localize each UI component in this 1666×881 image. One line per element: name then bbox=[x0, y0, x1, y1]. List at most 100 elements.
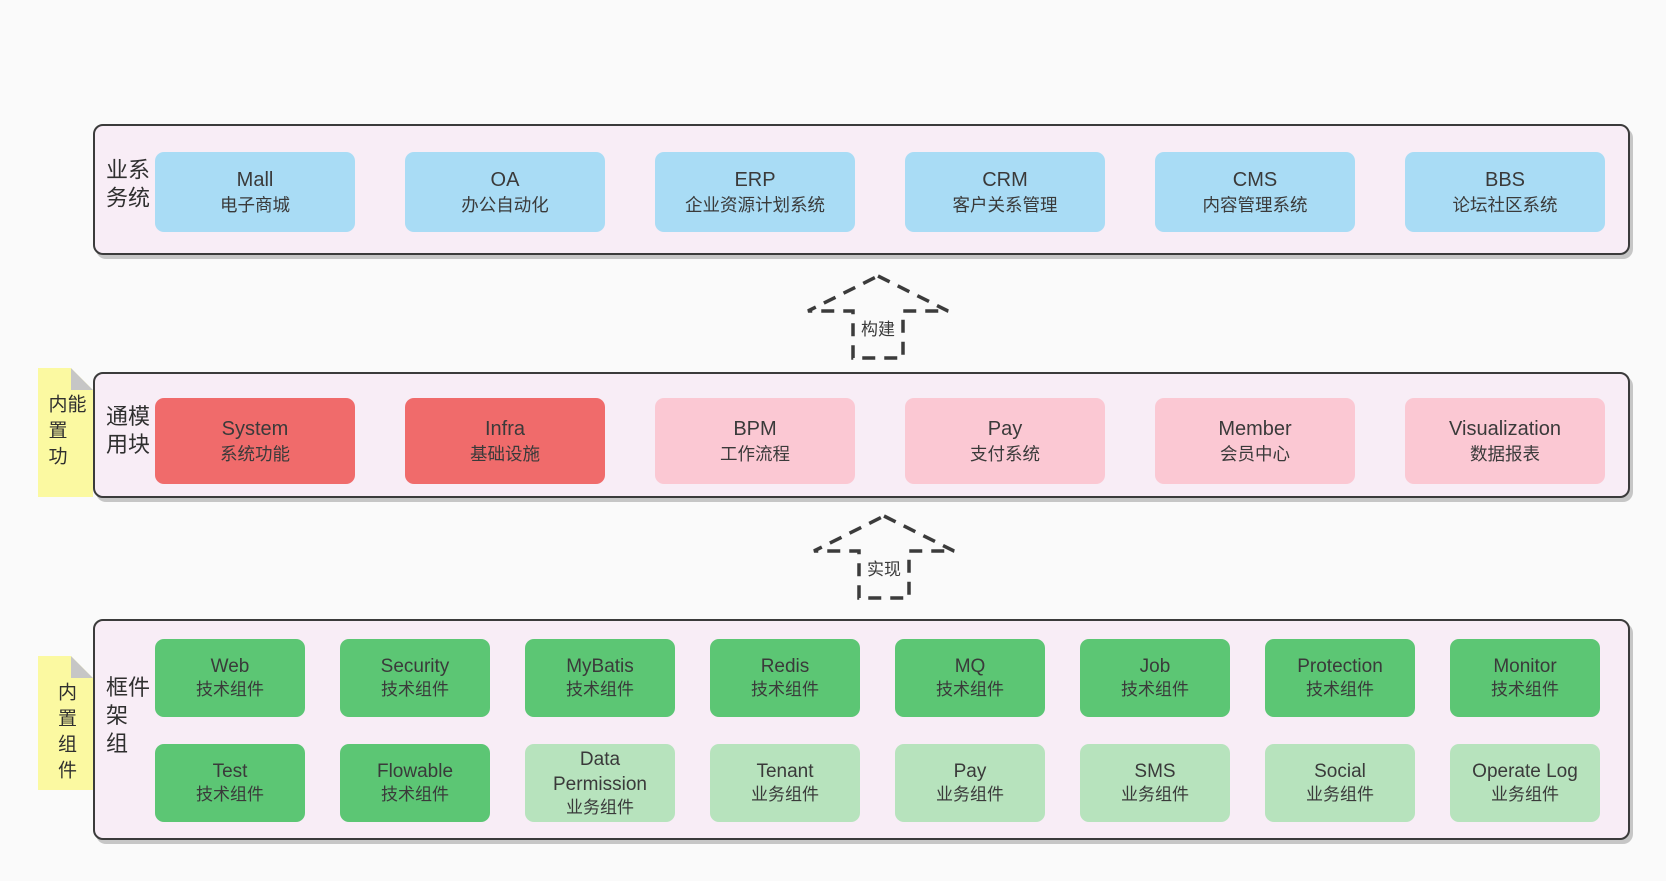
node-title: Data Permission bbox=[553, 748, 647, 795]
node-subtitle: 支付系统 bbox=[970, 443, 1040, 464]
business-systems-panel: 业务系统 Mall 电子商城 OA 办公自动化 ERP 企业资源计划系统 CRM… bbox=[93, 124, 1630, 255]
node-crm: CRM 客户关系管理 bbox=[905, 152, 1105, 232]
node-subtitle: 技术组件 bbox=[566, 680, 634, 700]
build-arrow: 构建 bbox=[798, 270, 958, 362]
node-title: MQ bbox=[954, 656, 986, 678]
build-arrow-label: 构建 bbox=[857, 314, 899, 341]
node-web: Web 技术组件 bbox=[155, 639, 305, 717]
node-title: SMS bbox=[1134, 761, 1176, 783]
node-mall: Mall 电子商城 bbox=[155, 152, 355, 232]
node-subtitle: 业务组件 bbox=[1306, 785, 1374, 805]
node-subtitle: 电子商城 bbox=[220, 194, 290, 215]
node-title: Pay bbox=[953, 761, 987, 783]
node-title: Redis bbox=[760, 656, 810, 678]
node-title: Monitor bbox=[1493, 656, 1557, 678]
node-member: Member 会员中心 bbox=[1155, 398, 1355, 484]
node-subtitle: 业务组件 bbox=[566, 797, 634, 817]
node-infra: Infra 基础设施 bbox=[405, 398, 605, 484]
node-subtitle: 基础设施 bbox=[470, 443, 540, 464]
node-title: CMS bbox=[1232, 169, 1278, 192]
builtin-components-sticky: 内置组件 bbox=[38, 656, 93, 790]
node-subtitle: 技术组件 bbox=[1306, 680, 1374, 700]
node-title: Web bbox=[210, 656, 250, 678]
node-data-permission: Data Permission 业务组件 bbox=[525, 744, 675, 822]
node-subtitle: 论坛社区系统 bbox=[1452, 194, 1558, 215]
node-subtitle: 技术组件 bbox=[196, 680, 264, 700]
node-title: Mall bbox=[236, 169, 274, 192]
node-title: Test bbox=[212, 761, 248, 783]
folded-corner-icon bbox=[71, 656, 93, 678]
node-bbs: BBS 论坛社区系统 bbox=[1405, 152, 1605, 232]
node-redis: Redis 技术组件 bbox=[710, 639, 860, 717]
folded-corner-icon bbox=[71, 368, 93, 390]
node-protection: Protection 技术组件 bbox=[1265, 639, 1415, 717]
node-title: Member bbox=[1218, 418, 1292, 441]
node-title: OA bbox=[490, 169, 520, 192]
node-tenant: Tenant 业务组件 bbox=[710, 744, 860, 822]
sticky-label: 内置功能 bbox=[45, 394, 86, 472]
node-mybatis: MyBatis 技术组件 bbox=[525, 639, 675, 717]
node-title: System bbox=[221, 418, 289, 441]
business-systems-row: Mall 电子商城 OA 办公自动化 ERP 企业资源计划系统 CRM 客户关系… bbox=[155, 152, 1605, 232]
node-visualization: Visualization 数据报表 bbox=[1405, 398, 1605, 484]
node-title: BPM bbox=[733, 418, 777, 441]
framework-components-grid: Web 技术组件 Security 技术组件 MyBatis 技术组件 Redi… bbox=[155, 639, 1600, 822]
node-title: ERP bbox=[734, 169, 776, 192]
node-subtitle: 业务组件 bbox=[751, 785, 819, 805]
node-pay: Pay 支付系统 bbox=[905, 398, 1105, 484]
node-security: Security 技术组件 bbox=[340, 639, 490, 717]
node-flowable: Flowable 技术组件 bbox=[340, 744, 490, 822]
panel-label-modules: 通用模块 bbox=[103, 404, 150, 461]
node-subtitle: 技术组件 bbox=[751, 680, 819, 700]
node-subtitle: 技术组件 bbox=[381, 680, 449, 700]
node-subtitle: 技术组件 bbox=[1491, 680, 1559, 700]
node-subtitle: 数据报表 bbox=[1470, 443, 1540, 464]
sticky-label: 内置组件 bbox=[55, 682, 76, 786]
node-subtitle: 工作流程 bbox=[720, 443, 790, 464]
node-subtitle: 内容管理系统 bbox=[1202, 194, 1308, 215]
node-social: Social 业务组件 bbox=[1265, 744, 1415, 822]
node-title: Job bbox=[1139, 656, 1171, 678]
node-subtitle: 业务组件 bbox=[1121, 785, 1189, 805]
node-system: System 系统功能 bbox=[155, 398, 355, 484]
node-subtitle: 技术组件 bbox=[1121, 680, 1189, 700]
node-title: CRM bbox=[982, 169, 1028, 192]
node-title: Security bbox=[380, 656, 450, 678]
node-bpm: BPM 工作流程 bbox=[655, 398, 855, 484]
builtin-features-sticky: 内置功能 bbox=[38, 368, 93, 497]
panel-label-business: 业务系统 bbox=[103, 157, 150, 214]
node-title: Social bbox=[1314, 761, 1366, 783]
panel-label-framework: 框架组件 bbox=[103, 675, 150, 760]
node-subtitle: 业务组件 bbox=[936, 785, 1004, 805]
node-job: Job 技术组件 bbox=[1080, 639, 1230, 717]
node-erp: ERP 企业资源计划系统 bbox=[655, 152, 855, 232]
node-subtitle: 技术组件 bbox=[381, 785, 449, 805]
node-test: Test 技术组件 bbox=[155, 744, 305, 822]
node-mq: MQ 技术组件 bbox=[895, 639, 1045, 717]
implement-arrow-label: 实现 bbox=[863, 554, 905, 581]
node-title: BBS bbox=[1484, 169, 1526, 192]
node-subtitle: 技术组件 bbox=[936, 680, 1004, 700]
node-pay-biz: Pay 业务组件 bbox=[895, 744, 1045, 822]
node-title: Pay bbox=[987, 418, 1023, 441]
node-sms: SMS 业务组件 bbox=[1080, 744, 1230, 822]
node-subtitle: 系统功能 bbox=[220, 443, 290, 464]
common-modules-row: System 系统功能 Infra 基础设施 BPM 工作流程 Pay 支付系统… bbox=[155, 398, 1605, 484]
node-subtitle: 技术组件 bbox=[196, 785, 264, 805]
node-subtitle: 客户关系管理 bbox=[952, 194, 1058, 215]
node-cms: CMS 内容管理系统 bbox=[1155, 152, 1355, 232]
node-subtitle: 业务组件 bbox=[1491, 785, 1559, 805]
node-title: Tenant bbox=[756, 761, 814, 783]
node-subtitle: 企业资源计划系统 bbox=[685, 194, 825, 215]
node-subtitle: 办公自动化 bbox=[461, 194, 549, 215]
node-title: Protection bbox=[1297, 656, 1383, 678]
node-title: Visualization bbox=[1449, 418, 1561, 441]
node-title: Operate Log bbox=[1472, 761, 1578, 783]
implement-arrow: 实现 bbox=[804, 510, 964, 602]
node-title: MyBatis bbox=[566, 656, 634, 678]
node-monitor: Monitor 技术组件 bbox=[1450, 639, 1600, 717]
node-subtitle: 会员中心 bbox=[1220, 443, 1290, 464]
common-modules-panel: 通用模块 System 系统功能 Infra 基础设施 BPM 工作流程 Pay… bbox=[93, 372, 1630, 498]
node-oa: OA 办公自动化 bbox=[405, 152, 605, 232]
